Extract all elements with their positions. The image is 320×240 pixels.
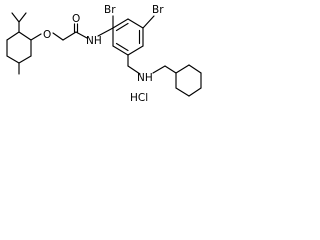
menthyl-group <box>6 12 32 75</box>
amide-nitrogen-label: NH <box>86 35 102 47</box>
bond-isopropyl-1 <box>11 12 20 23</box>
carbonyl-oxygen-label: O <box>72 13 80 25</box>
bond-cyclohexyl-1 <box>175 64 190 74</box>
oxyacetyl-linker <box>30 23 88 41</box>
cyclohexylmethylamine-group <box>127 54 202 97</box>
bond-benzylic-nitrogen <box>127 65 141 75</box>
bond-aryl-1 <box>112 18 129 29</box>
bond-nitrogen-methylene <box>152 65 166 74</box>
bond-oxygen-ch2 <box>52 32 64 41</box>
bond-aryl-5 <box>112 45 129 56</box>
atom-labels: Br Br O O NH NH HCl <box>43 4 164 104</box>
molecule-drawing: Br Br O O NH NH HCl <box>6 4 202 104</box>
bond-aryl-inner-3 <box>115 42 129 52</box>
bond-ring-c6-c1 <box>6 31 20 41</box>
bond-ring-c3-c4 <box>18 55 32 64</box>
amine-nitrogen-label: NH <box>137 72 153 84</box>
dibromophenyl-ring <box>97 15 155 56</box>
bond-aryl-2 <box>127 18 144 29</box>
bromine-label-left: Br <box>104 4 116 16</box>
bond-carbonyl-nitrogen <box>75 31 88 39</box>
bond-nitrogen-ring <box>97 27 114 37</box>
bond-aryl-inner-1 <box>115 22 129 32</box>
bond-methylene-cyclohexyl <box>164 65 177 74</box>
ether-oxygen-label: O <box>43 29 51 41</box>
bond-isopropyl-2 <box>18 12 27 23</box>
structure-diagram: Br Br O O NH NH HCl <box>0 0 227 106</box>
bond-aryl-4 <box>127 45 144 56</box>
bond-ring-c4-c5 <box>6 55 20 64</box>
bond-ch2-carbonyl <box>62 31 77 41</box>
bromine-label-right: Br <box>152 4 164 16</box>
bond-cyclohexyl-4 <box>188 87 202 97</box>
hcl-salt-label: HCl <box>130 92 148 104</box>
bond-cyclohexyl-5 <box>175 87 190 97</box>
bond-bromine-right <box>142 15 155 29</box>
bond-cyclohexyl-2 <box>188 64 202 74</box>
bond-ring-oxygen <box>30 33 42 41</box>
bond-ring-c1-c2 <box>18 31 32 41</box>
